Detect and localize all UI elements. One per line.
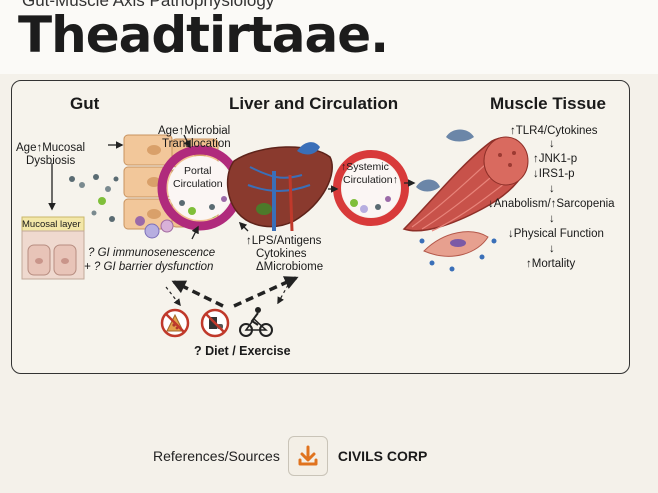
cascade-sarcopenia: ↓Anabolism/↑Sarcopenia <box>488 198 615 210</box>
cascade-arrow: ↓ <box>549 243 555 255</box>
mucosal-layer <box>21 216 85 280</box>
liver <box>226 142 333 232</box>
gut-section-title: Gut <box>70 94 100 113</box>
muscle-section-title: Muscle Tissue <box>490 94 606 113</box>
no-fastfood-icon <box>200 308 230 338</box>
diagram-canvas <box>21 129 529 338</box>
footer: References/Sources CIVILS CORP <box>153 436 427 476</box>
microbial-translocation-line1: Age↑Microbial <box>158 125 231 137</box>
cascade-arrow: ↓ <box>549 213 555 225</box>
age-dysbiosis-label-line1: Age↑Mucosal <box>16 142 86 154</box>
header-strip <box>0 0 658 74</box>
diet-exercise-label: ? Diet / Exercise <box>194 344 291 358</box>
cascade-tlr4: ↑TLR4/Cytokines <box>510 125 598 137</box>
cascade-arrow: ↓ <box>549 183 555 195</box>
portal-circulation-line1: Portal <box>184 165 212 177</box>
diagram-frame: Gut Liver and Circulation Muscle Tissue … <box>11 80 630 374</box>
age-dysbiosis-label-line2: Dysbiosis <box>26 155 76 167</box>
page-subtitle: Gut-Muscle Axis Pathophysiology <box>22 0 275 10</box>
microbial-translocation-line2: Translocation <box>162 138 231 150</box>
lps-antigens-label: ↑LPS/Antigens <box>246 235 322 247</box>
flow-arrows <box>48 134 416 308</box>
gi-barrier-label: + ? GI barrier dysfunction <box>84 261 214 273</box>
gi-immunosenescence-label: ? GI immunosenescence <box>88 247 216 259</box>
microbiome-label: ΔMicrobiome <box>256 261 324 273</box>
muscle-fiber-cell <box>419 231 497 272</box>
cascade-jnk1: ↑JNK1-p <box>533 153 578 165</box>
download-icon <box>298 445 318 466</box>
systemic-circulation-line1: ↑Systemic <box>341 161 389 173</box>
brand-name: CIVILS CORP <box>337 448 428 464</box>
cascade-irs1: ↓IRS1-p <box>533 168 575 180</box>
systemic-circulation-line2: Circulation↑ <box>343 174 398 186</box>
download-button[interactable] <box>287 436 328 476</box>
page-title: Theadtirtaae. <box>18 6 389 64</box>
cytokines-label: Cytokines <box>256 248 307 260</box>
muscle-bundle <box>402 129 529 232</box>
mucosal-layer-label: Mucosal layer <box>22 219 81 230</box>
references-link[interactable]: References/Sources <box>153 448 280 464</box>
cyclist-icon <box>239 307 273 337</box>
portal-circulation-line2: Circulation <box>173 178 223 190</box>
cascade-physical-function: ↓Physical Function <box>508 228 604 240</box>
cascade-arrow: ↓ <box>549 138 555 150</box>
liver-section-title: Liver and Circulation <box>229 94 399 113</box>
cascade-mortality: ↑Mortality <box>526 258 576 270</box>
no-pizza-icon <box>160 308 190 338</box>
